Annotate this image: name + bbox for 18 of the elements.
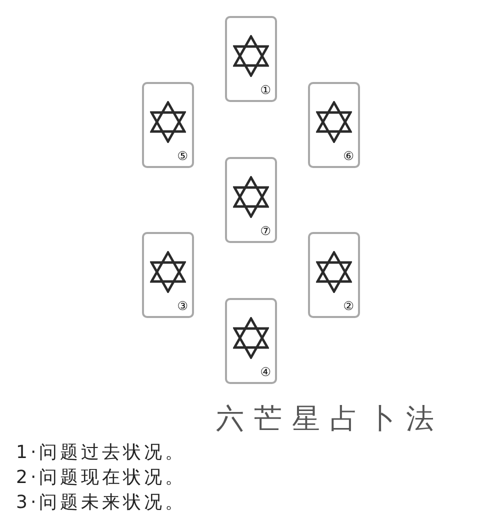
tarot-card [308,232,360,318]
position-note: 1·问题过去状况。 [16,442,186,464]
tarot-card [142,82,194,168]
position-note: 2·问题现在状况。 [16,467,186,489]
card-number: ① [260,84,271,97]
tarot-card [225,16,277,102]
card-number: ⑦ [260,225,271,238]
tarot-card [225,157,277,243]
card-number: ③ [177,300,188,313]
tarot-card [142,232,194,318]
card-number: ② [343,300,354,313]
card-number: ④ [260,366,271,379]
position-note: 3·问题未来状况。 [16,492,186,514]
tarot-card [225,298,277,384]
card-number: ⑤ [177,150,188,163]
spread-title: 六芒星占卜法 [216,402,444,436]
tarot-card [308,82,360,168]
card-number: ⑥ [343,150,354,163]
